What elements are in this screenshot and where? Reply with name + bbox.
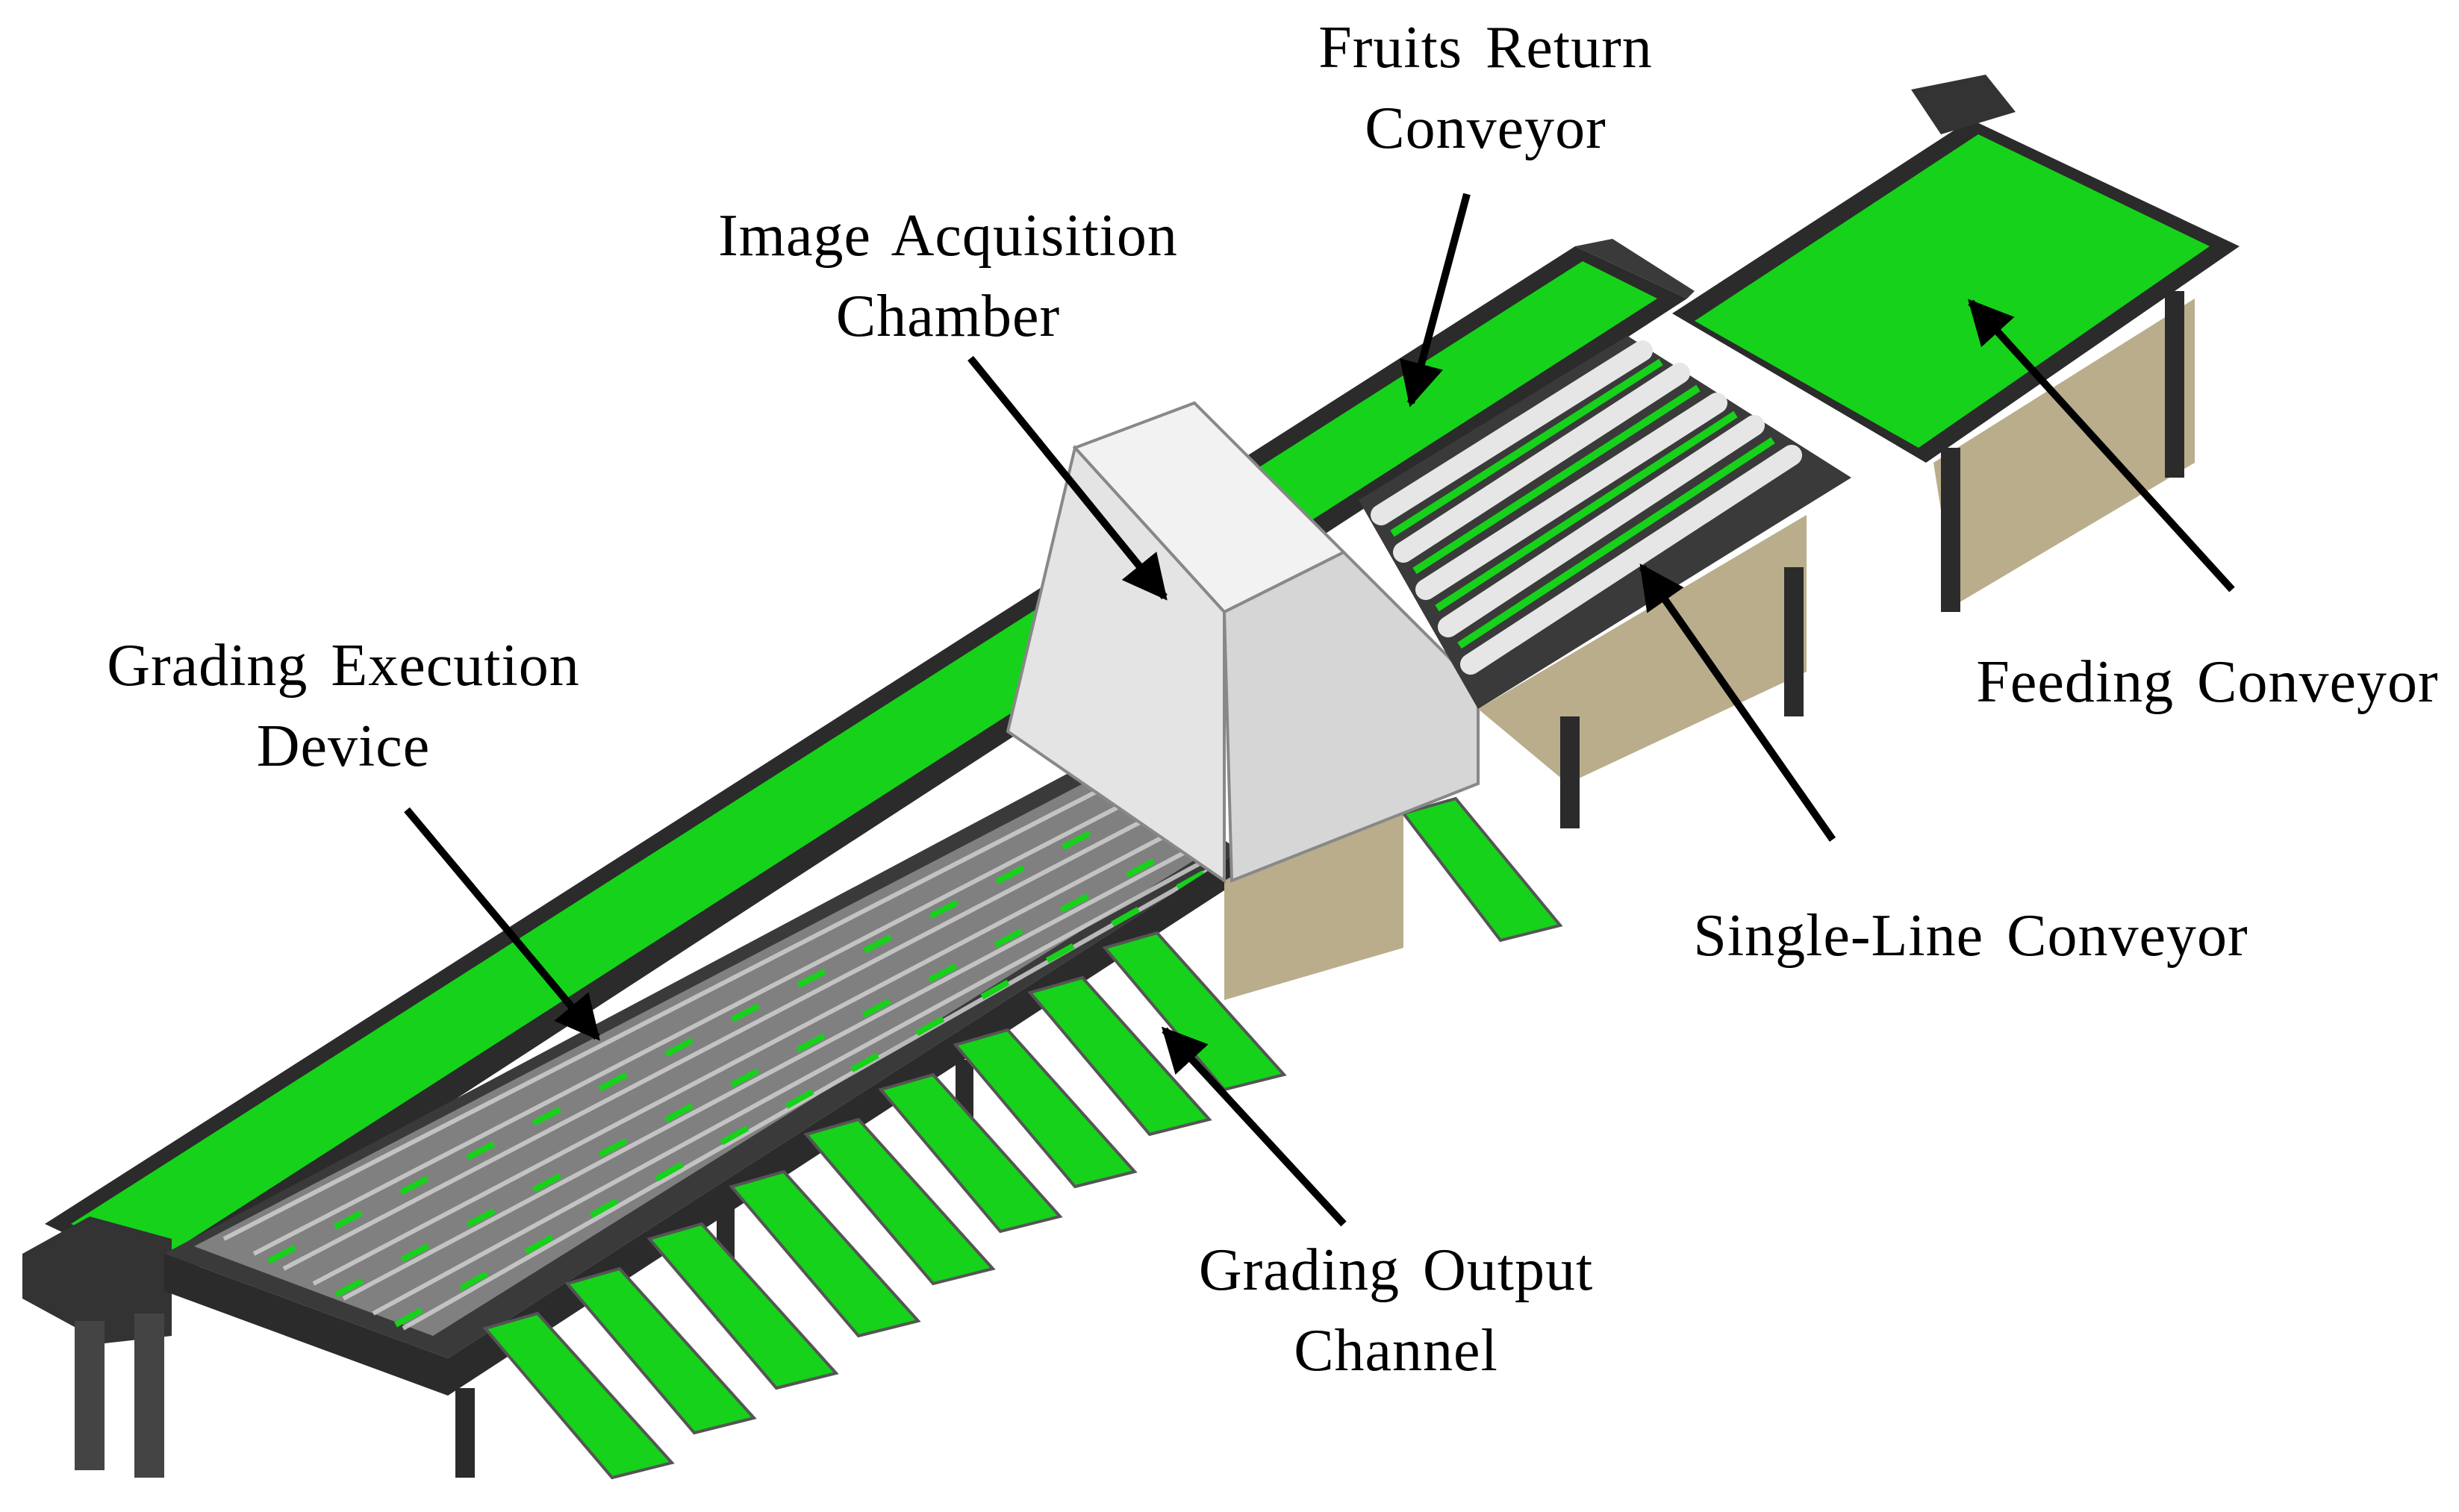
arrow-feeding (1967, 299, 2235, 593)
label-fruits-return-line2: Conveyor (1365, 96, 1606, 161)
label-single-line-line1: Single-Line Conveyor (1693, 903, 2248, 969)
label-feeding-conveyor: Feeding Conveyor (1956, 642, 2459, 722)
arrow-grading-output (1161, 1026, 1347, 1227)
left-end-drive (22, 1216, 172, 1478)
label-fruits-return-line1: Fruits Return (1318, 15, 1653, 81)
arrow-single-line (1639, 563, 1836, 842)
label-fruits-return-conveyor: Fruits Return Conveyor (1284, 7, 1687, 169)
label-single-line-conveyor: Single-Line Conveyor (1657, 896, 2284, 976)
feeding-conveyor (1672, 75, 2240, 612)
label-grading-execution-line1: Grading Execution (107, 633, 580, 699)
label-image-acquisition-chamber: Image Acquisition Chamber (679, 196, 1217, 357)
label-image-chamber-line2: Chamber (835, 284, 1061, 349)
label-grading-output-line1: Grading Output (1198, 1237, 1594, 1303)
arrow-grading-execution (404, 807, 600, 1041)
label-image-chamber-line1: Image Acquisition (718, 203, 1178, 269)
image-acquisition-chamber (1006, 401, 1480, 884)
grading-execution-device (164, 754, 1239, 1396)
label-grading-execution-line2: Device (256, 713, 431, 779)
arrow-fruits-return (1399, 193, 1471, 407)
grading-output-channels (482, 796, 1563, 1480)
label-grading-execution-device: Grading Execution Device (67, 625, 620, 787)
label-grading-output-line2: Channel (1294, 1318, 1498, 1384)
label-feeding-line1: Feeding Conveyor (1976, 649, 2439, 715)
leader-arrows (404, 193, 2235, 1227)
label-grading-output-channel: Grading Output Channel (1165, 1230, 1627, 1391)
arrow-image-chamber (967, 355, 1168, 601)
single-line-conveyor (1359, 336, 1851, 828)
